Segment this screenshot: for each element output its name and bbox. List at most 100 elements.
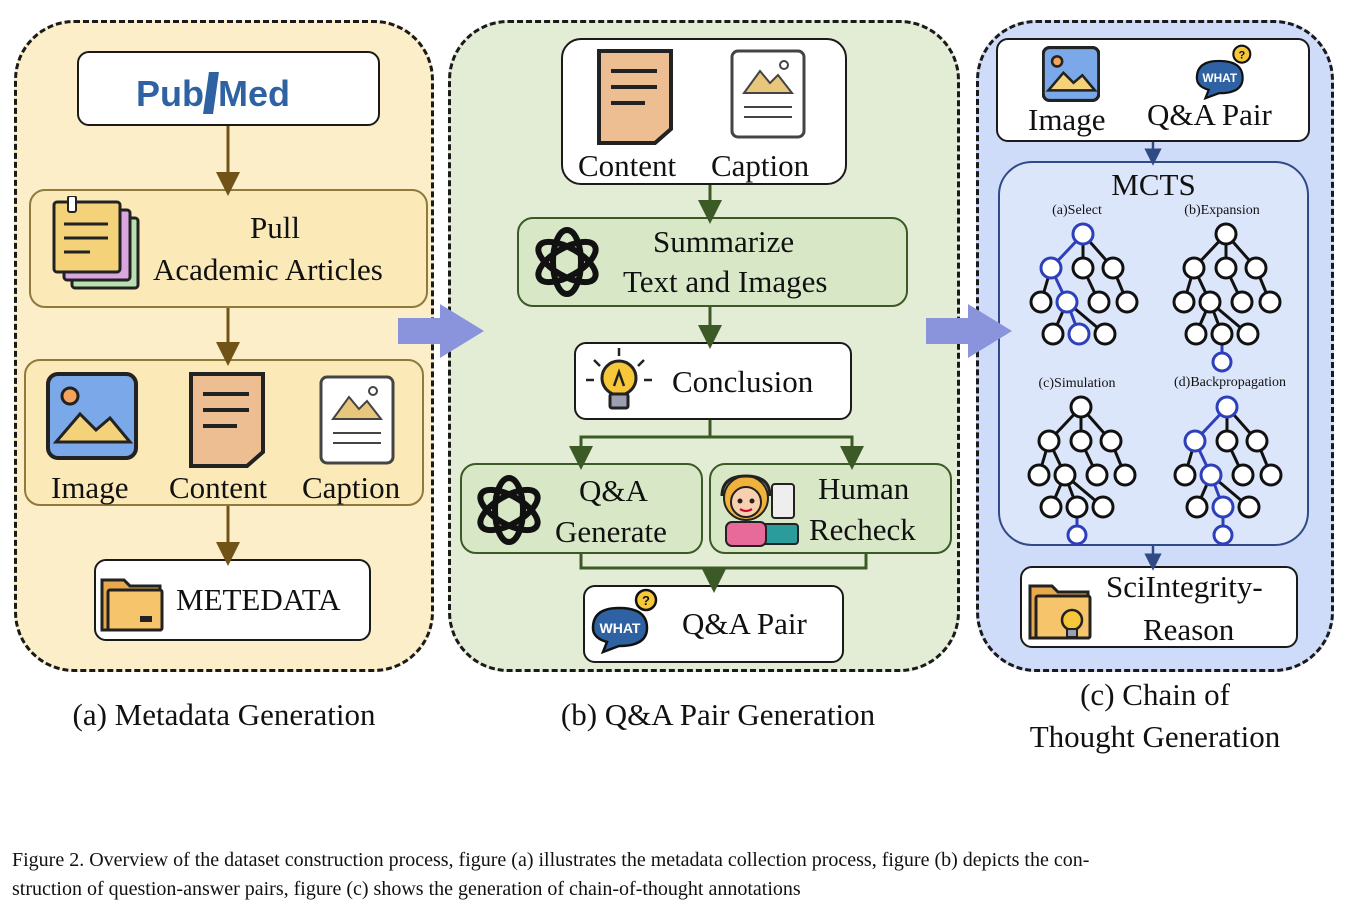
tree-expansion-node: [1198, 290, 1222, 314]
figure-caption: Figure 2. Overview of the dataset constr…: [12, 846, 1352, 904]
openai-icon-qa: [477, 475, 541, 545]
image-label: Image: [51, 470, 129, 505]
tree-backprop-node: [1215, 395, 1239, 419]
pubmed-box: [77, 51, 380, 126]
tree-select-node: [1055, 290, 1079, 314]
figure-caption-line1: Figure 2. Overview of the dataset constr…: [12, 849, 1090, 871]
tree-backprop-node: [1185, 495, 1209, 519]
generate-label: Generate: [555, 514, 667, 549]
tree-label-expansion: (b)Expansion: [1184, 203, 1260, 218]
tree-simulation-node: [1113, 463, 1137, 487]
tree-expansion-node: [1258, 290, 1282, 314]
tree-simulation: [1027, 395, 1137, 546]
pull-label: Pull: [250, 210, 300, 245]
text-and-images-label: Text and Images: [623, 264, 828, 299]
arrows-panel-b: [569, 185, 868, 593]
academic-articles-label: Academic Articles: [153, 252, 383, 287]
tree-expansion-node: [1182, 256, 1206, 280]
tree-select-node: [1115, 290, 1139, 314]
what-bubble-icon-c: WHAT ?: [1195, 44, 1252, 100]
summarize-box: [517, 217, 908, 307]
tree-simulation-node: [1091, 495, 1115, 519]
folder-icon: [100, 578, 164, 632]
recheck-label: Recheck: [809, 512, 916, 547]
svg-text:?: ?: [642, 593, 650, 608]
tree-expansion-node: [1210, 322, 1234, 346]
conclusion-label: Conclusion: [672, 364, 814, 399]
documents-stack-icon: [52, 196, 140, 290]
tree-backprop-node: [1259, 463, 1283, 487]
tree-expansion: [1172, 222, 1282, 373]
image-icon-c: [1042, 46, 1100, 102]
summarize-label: Summarize: [653, 224, 795, 259]
big-arrows: [398, 304, 1012, 358]
image-icon: [46, 372, 138, 460]
panel-b-title: (b) Q&A Pair Generation: [560, 697, 876, 732]
tree-simulation-node: [1069, 429, 1093, 453]
human-reviewer-icon: [720, 474, 799, 547]
tree-expansion-node: [1214, 222, 1238, 246]
what-badge-text: WHAT: [600, 620, 641, 636]
openai-icon: [535, 227, 599, 297]
tree-select-node: [1039, 256, 1063, 280]
tree-label-simulation: (c)Simulation: [1038, 376, 1116, 391]
tree-simulation-new-node: [1066, 524, 1088, 546]
result-label-line2: Reason: [1143, 612, 1235, 647]
metadata-label: METEDATA: [176, 582, 341, 617]
tree-label-backpropagation: (d)Backpropagation: [1174, 375, 1286, 390]
arrow-a-to-b: [398, 304, 484, 358]
tree-expansion-node: [1230, 290, 1254, 314]
tree-backprop-node: [1199, 463, 1223, 487]
tree-backprop-node: [1231, 463, 1255, 487]
tree-backprop-node: [1173, 463, 1197, 487]
tree-expansion-node: [1214, 256, 1238, 280]
figure-caption-line2: struction of question-answer pairs, figu…: [12, 878, 801, 900]
mcts-box: [998, 161, 1309, 546]
panel-c-title-line2: Thought Generation: [1029, 719, 1281, 754]
mcts-title: MCTS: [1111, 167, 1196, 202]
panel-a-title: (a) Metadata Generation: [72, 697, 376, 732]
tree-select-node: [1067, 322, 1091, 346]
tree-select-node: [1071, 256, 1095, 280]
tree-expansion-node: [1236, 322, 1260, 346]
qa-label: Q&A: [579, 473, 648, 508]
tree-expansion-node: [1172, 290, 1196, 314]
tree-backprop-node: [1237, 495, 1261, 519]
tree-label-select: (a)Select: [1052, 203, 1102, 218]
tree-simulation-node: [1039, 495, 1063, 519]
caption-label: Caption: [302, 470, 401, 505]
tree-simulation-node: [1037, 429, 1061, 453]
content-label: Content: [169, 470, 268, 505]
human-label: Human: [818, 471, 910, 506]
tree-expansion-new-node: [1211, 351, 1233, 373]
lightbulb-icon: [586, 348, 652, 410]
svg-text:?: ?: [1238, 49, 1245, 61]
tree-select-node: [1029, 290, 1053, 314]
qa-pair-label-c: Q&A Pair: [1147, 97, 1272, 132]
content-document-icon: [189, 372, 265, 468]
caption-label-b: Caption: [711, 148, 810, 183]
tree-backprop-node: [1215, 429, 1239, 453]
tree-select-node: [1101, 256, 1125, 280]
qa-pair-label: Q&A Pair: [682, 606, 807, 641]
tree-simulation-node: [1053, 463, 1077, 487]
caption-document-icon: [319, 375, 395, 465]
pubmed-logo-pub: Pub: [136, 73, 204, 114]
tree-expansion-node: [1184, 322, 1208, 346]
result-label-line1: SciIntegrity-: [1106, 569, 1263, 604]
tree-select-node: [1041, 322, 1065, 346]
what-badge-text-c: WHAT: [1202, 71, 1237, 85]
tree-expansion-node: [1244, 256, 1268, 280]
content-document-icon-b: [597, 49, 673, 145]
tree-simulation-node: [1027, 463, 1051, 487]
tree-select: [1029, 222, 1139, 346]
tree-backprop-node: [1211, 495, 1235, 519]
tree-select-node: [1071, 222, 1095, 246]
tree-backprop: [1173, 395, 1283, 546]
tree-simulation-node: [1085, 463, 1109, 487]
panel-c-title-line1: (c) Chain of: [1080, 677, 1230, 712]
caption-document-icon-b: [730, 49, 806, 139]
